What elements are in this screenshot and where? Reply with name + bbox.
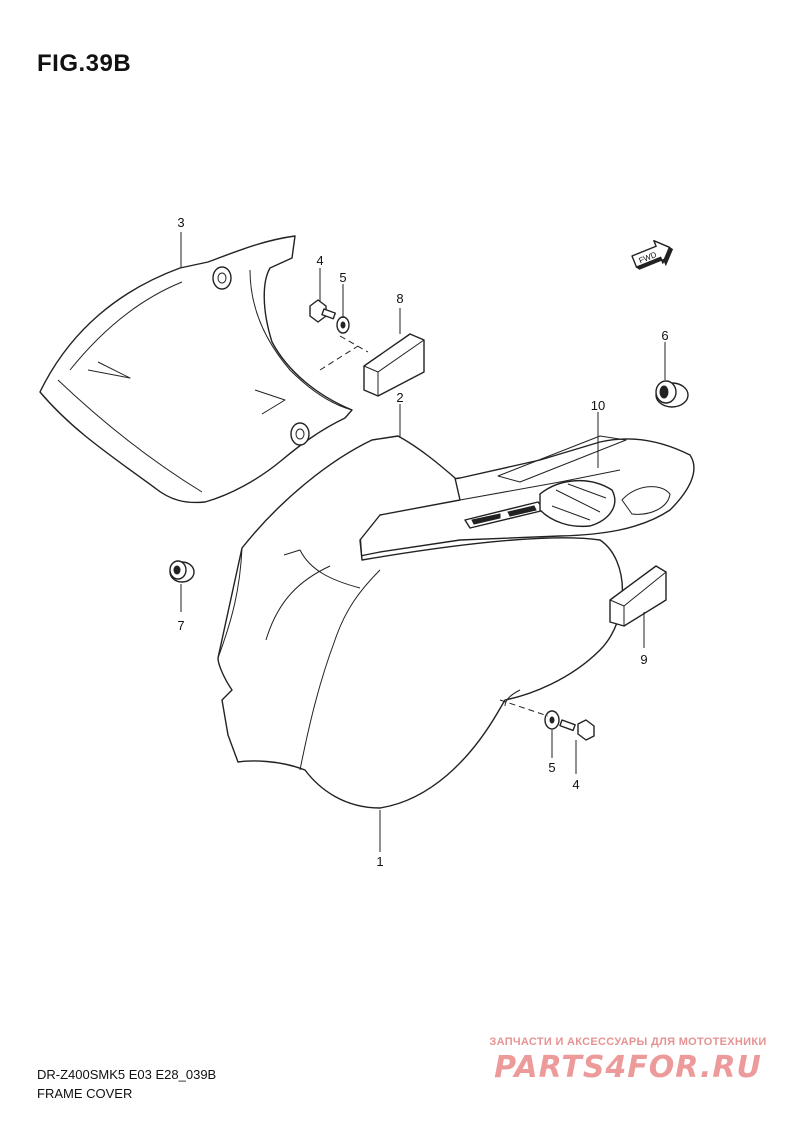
watermark-brand: PARTS4FOR.RU [494,1050,762,1085]
callout-9: 9 [640,652,647,667]
model-code: DR-Z400SMK5 E03 E28_039B [37,1067,217,1082]
callout-7: 7 [177,618,184,633]
callout-2: 2 [396,390,403,405]
callout-1: 1 [376,854,383,869]
callout-10: 10 [591,398,605,413]
callout-4-upper: 4 [316,253,323,268]
callout-3: 3 [177,215,184,230]
callout-leaders [180,232,666,852]
part-7-grommet [169,560,195,583]
callout-numbers: 3 4 5 8 2 10 6 7 9 5 4 1 [177,215,668,869]
part-8-cushion-pad [363,333,425,397]
callout-6: 6 [661,328,668,343]
fwd-arrow-badge: FWD [631,239,674,270]
part-9-cushion-pad [609,565,667,627]
part-4-bolt-lower [559,719,595,741]
callout-8: 8 [396,291,403,306]
part-3-side-cover-upper [39,235,353,504]
watermark-tagline: ЗАПЧАСТИ И АКСЕССУАРЫ ДЛЯ МОТОТЕХНИКИ [489,1036,767,1048]
callout-4-lower: 4 [572,777,579,792]
callout-5-upper: 5 [339,270,346,285]
section-name: FRAME COVER [37,1086,133,1101]
callout-5-lower: 5 [548,760,555,775]
part-5-washer-lower [544,710,560,730]
part-4-bolt-upper [309,299,336,323]
part-5-washer-upper [336,316,350,334]
part-6-grommet [655,380,689,408]
part-1-frame-cover [217,435,624,809]
figure-title: FIG.39B [37,50,132,77]
watermark: ЗАПЧАСТИ И АКСЕССУАРЫ ДЛЯ МОТОТЕХНИКИ PA… [478,1036,778,1085]
